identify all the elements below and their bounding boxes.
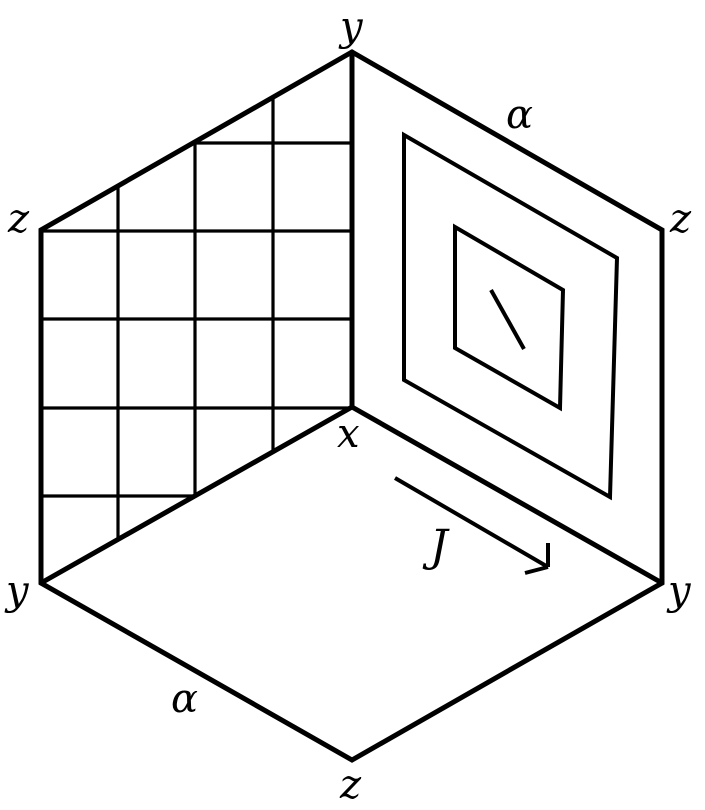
label-z-bottom: z bbox=[339, 762, 362, 808]
inner-slash bbox=[489, 289, 526, 350]
current-arrow bbox=[393, 476, 550, 575]
label-y-right: y bbox=[666, 568, 692, 614]
label-y-left: y bbox=[4, 568, 30, 614]
label-current-j: J bbox=[422, 521, 450, 572]
vertex-labels: y z z x y y z α α J bbox=[4, 4, 692, 808]
cube-edges bbox=[38, 49, 665, 763]
label-alpha-upper: α bbox=[506, 92, 533, 138]
outer-square bbox=[402, 131, 620, 501]
inner-square bbox=[453, 223, 566, 412]
outer-hexagon bbox=[38, 49, 665, 763]
label-z-left: z bbox=[7, 196, 30, 242]
floor-right-edge bbox=[349, 404, 665, 586]
label-y-top: y bbox=[338, 4, 364, 50]
arrow-shaft bbox=[393, 476, 550, 569]
label-alpha-lower: α bbox=[171, 676, 198, 722]
left-wall-grid-face bbox=[41, 98, 352, 540]
right-wall-nested-squares-face bbox=[402, 131, 620, 501]
label-x-center: x bbox=[337, 411, 360, 457]
grid-lines bbox=[41, 98, 352, 540]
floor-left-edge bbox=[38, 404, 355, 586]
label-z-right: z bbox=[669, 196, 692, 242]
arrow-head-stroke-2 bbox=[524, 565, 549, 575]
